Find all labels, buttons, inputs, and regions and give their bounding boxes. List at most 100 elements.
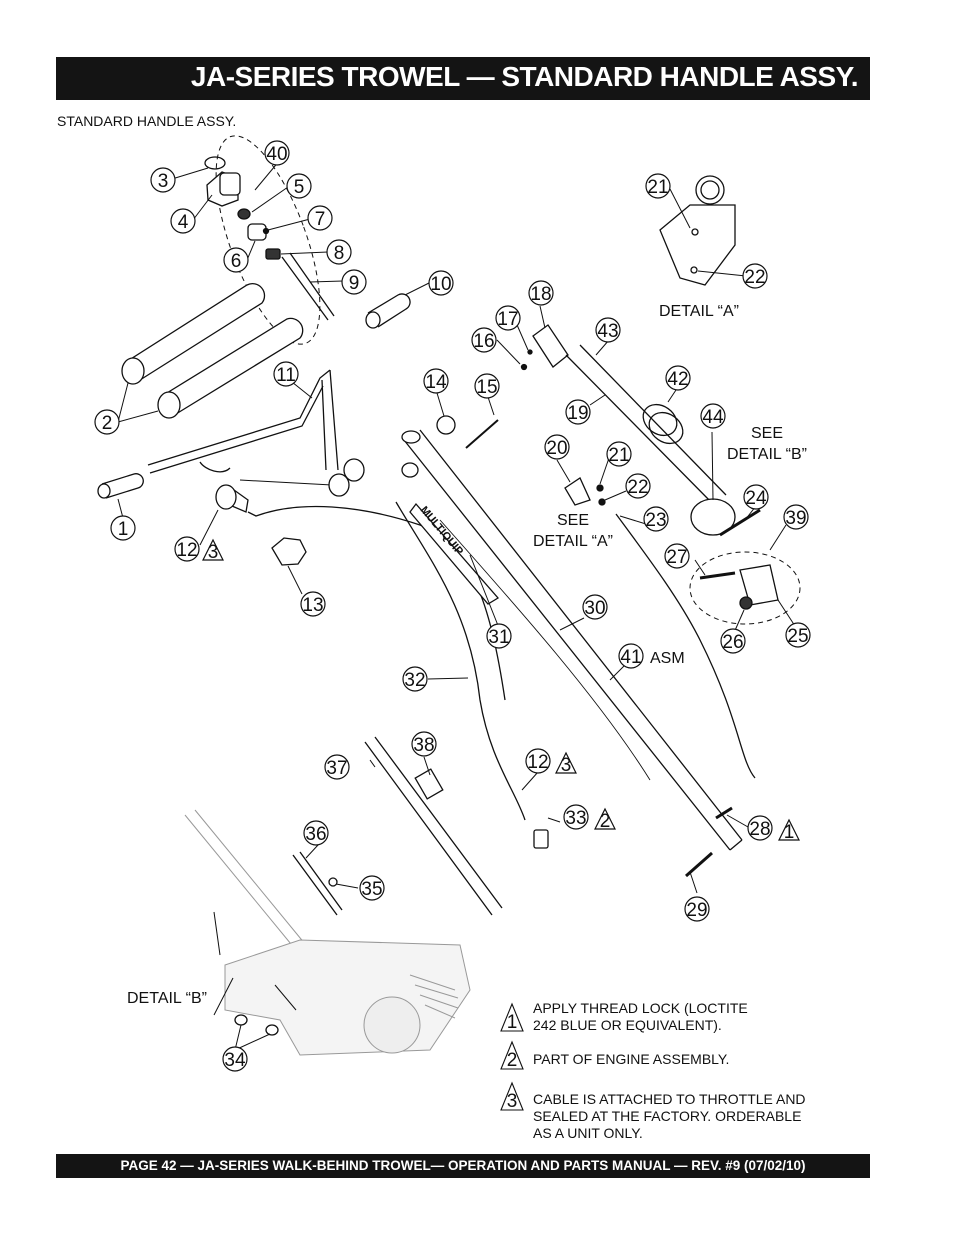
callout-29: 29 bbox=[686, 900, 707, 921]
part-13-throttle-knob bbox=[271, 537, 307, 566]
part-22-screw bbox=[598, 498, 606, 506]
part-32-cable bbox=[395, 501, 526, 821]
callout-11: 11 bbox=[276, 365, 296, 386]
callout-34: 34 bbox=[224, 1050, 246, 1071]
see-detail-b-line2: DETAIL “B” bbox=[727, 446, 807, 463]
callout-2: 2 bbox=[102, 413, 113, 434]
callout-36: 36 bbox=[305, 824, 326, 845]
part-26-bushing bbox=[739, 596, 753, 610]
part-27-pin bbox=[699, 571, 736, 580]
footer-bar: PAGE 42 — JA-SERIES WALK-BEHIND TROWEL— … bbox=[56, 1154, 870, 1178]
part-18-cap bbox=[532, 324, 569, 368]
callout-43: 43 bbox=[597, 321, 618, 342]
part-2-grip-lower bbox=[157, 317, 304, 419]
triangle-2: 2 bbox=[600, 811, 611, 832]
part-24-spring bbox=[719, 508, 761, 537]
callout-7: 7 bbox=[315, 209, 326, 230]
engine-outline bbox=[184, 809, 471, 1056]
callout-15: 15 bbox=[476, 377, 497, 398]
callout-37: 37 bbox=[326, 758, 347, 779]
triangle-markers bbox=[202, 538, 800, 841]
part-34-nut bbox=[234, 1014, 248, 1026]
callout-42: 42 bbox=[667, 369, 688, 390]
note-mark-2: 2 bbox=[507, 1050, 518, 1071]
callout-20: 20 bbox=[546, 438, 567, 459]
detail-a-plate bbox=[659, 175, 736, 286]
part-35-nut bbox=[328, 877, 338, 887]
part-15-bolt bbox=[465, 419, 499, 449]
callout-40: 40 bbox=[266, 144, 287, 165]
callout-35: 35 bbox=[361, 879, 382, 900]
callout-30: 30 bbox=[584, 598, 605, 619]
callout-17: 17 bbox=[497, 309, 518, 330]
detail-b-label: DETAIL “B” bbox=[127, 990, 207, 1007]
part-7-pin bbox=[262, 227, 270, 235]
see-detail-b-line1: SEE bbox=[751, 425, 783, 442]
callout-32: 32 bbox=[404, 670, 425, 691]
callout-44: 44 bbox=[702, 407, 724, 428]
part-9-shaft bbox=[281, 252, 335, 321]
part-16-screw bbox=[520, 363, 528, 371]
see-detail-a-line2: DETAIL “A” bbox=[533, 533, 613, 550]
detail-a-label: DETAIL “A” bbox=[659, 303, 739, 320]
callout-numbers: 3 40 5 4 7 6 8 9 10 11 2 1 12 13 14 15 1… bbox=[102, 144, 809, 1071]
triangle-3-b: 3 bbox=[561, 755, 572, 776]
callout-38: 38 bbox=[413, 735, 434, 756]
part-28-bolt bbox=[715, 806, 733, 820]
part-2-grip-upper bbox=[121, 283, 266, 385]
part-3-washer bbox=[204, 156, 226, 170]
leader-lines bbox=[117, 159, 796, 1051]
part-8-bushing bbox=[265, 248, 281, 260]
part-12-throttle bbox=[215, 484, 506, 701]
see-detail-a-line1: SEE bbox=[557, 512, 589, 529]
part-20-bracket bbox=[564, 477, 591, 506]
callout-21-detail: 21 bbox=[647, 177, 668, 198]
part-31-decal bbox=[409, 502, 500, 605]
callout-4: 4 bbox=[178, 212, 189, 233]
callout-24: 24 bbox=[745, 488, 767, 509]
callout-12b: 12 bbox=[527, 752, 548, 773]
callout-16: 16 bbox=[473, 331, 494, 352]
page-title: JA-SERIES TROWEL — STANDARD HANDLE ASSY. bbox=[190, 61, 859, 92]
part-37-shaft bbox=[364, 736, 503, 916]
part-11-handle-frame bbox=[147, 369, 365, 497]
callout-10: 10 bbox=[430, 274, 451, 295]
part-23-cable bbox=[615, 513, 756, 779]
callout-22-detail: 22 bbox=[744, 267, 765, 288]
part-38-bracket bbox=[414, 768, 444, 800]
callout-13: 13 bbox=[302, 595, 323, 616]
asm-label: ASM bbox=[650, 650, 685, 667]
title-bar: JA-SERIES TROWEL — STANDARD HANDLE ASSY. bbox=[56, 57, 870, 100]
triangle-3-a: 3 bbox=[208, 542, 219, 563]
part-41-cable-assembly bbox=[439, 519, 651, 781]
callout-39: 39 bbox=[785, 508, 806, 529]
callout-19: 19 bbox=[567, 403, 588, 424]
part-19-tube bbox=[565, 344, 727, 506]
callout-31: 31 bbox=[488, 627, 509, 648]
part-10-grip bbox=[365, 293, 411, 329]
footer-text: PAGE 42 — JA-SERIES WALK-BEHIND TROWEL— … bbox=[120, 1158, 806, 1173]
part-30-main-tube bbox=[401, 429, 743, 851]
callout-26: 26 bbox=[722, 632, 743, 653]
group-outline-39 bbox=[689, 551, 801, 625]
part-1-grip bbox=[97, 473, 144, 499]
note-1: APPLY THREAD LOCK (LOCTITE 242 BLUE OR E… bbox=[533, 1000, 748, 1033]
part-17-nut bbox=[527, 349, 533, 355]
callout-22: 22 bbox=[627, 477, 648, 498]
part-36-lever bbox=[292, 851, 343, 916]
callout-25: 25 bbox=[787, 626, 808, 647]
part-14-plug bbox=[436, 415, 456, 435]
callout-8: 8 bbox=[334, 243, 345, 264]
part-5-washer bbox=[237, 208, 251, 220]
part-33-fitting bbox=[533, 829, 549, 849]
part-5-bushing bbox=[219, 172, 241, 196]
callout-28: 28 bbox=[749, 819, 770, 840]
note-mark-3: 3 bbox=[507, 1091, 518, 1112]
note-triangles bbox=[500, 1002, 524, 1111]
section-subtitle: STANDARD HANDLE ASSY. bbox=[57, 113, 237, 129]
triangle-1: 1 bbox=[784, 822, 795, 843]
callout-23: 23 bbox=[645, 510, 666, 531]
part-34-nut-2 bbox=[265, 1024, 279, 1036]
callouts bbox=[94, 140, 811, 1072]
note-mark-1: 1 bbox=[507, 1012, 518, 1033]
